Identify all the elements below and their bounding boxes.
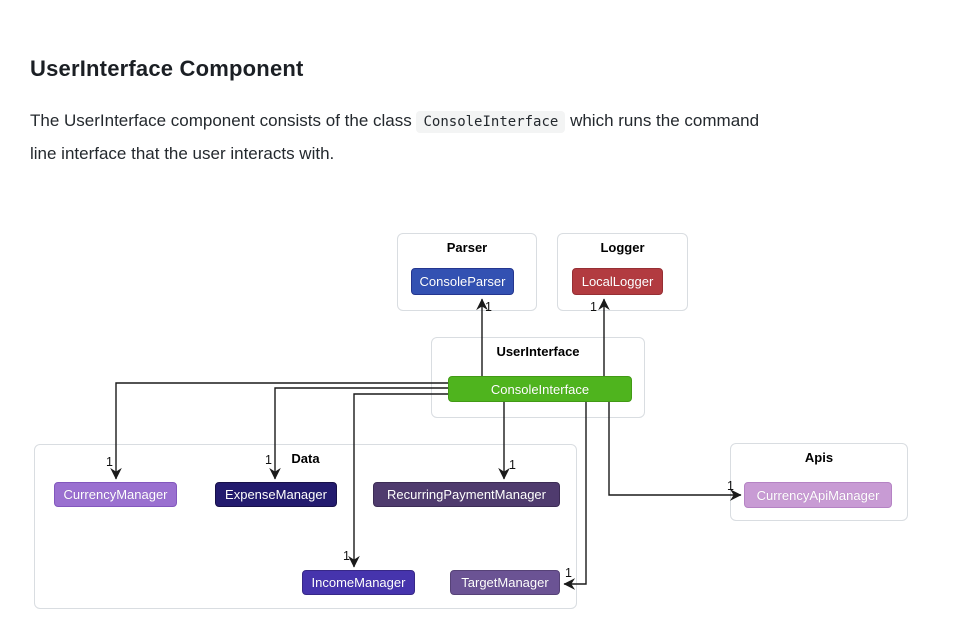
class-incomemanager: IncomeManager <box>302 570 415 595</box>
intro-text-line2: line interface that the user interacts w… <box>30 144 335 163</box>
class-locallogger: LocalLogger <box>572 268 663 295</box>
intro-text-before: The UserInterface component consists of … <box>30 111 412 130</box>
class-consoleinterface: ConsoleInterface <box>448 376 632 402</box>
package-apis-title: Apis <box>804 450 834 465</box>
intro-paragraph: The UserInterface component consists of … <box>30 105 920 169</box>
package-logger-title: Logger <box>600 240 645 255</box>
page-title: UserInterface Component <box>30 56 304 82</box>
package-userinterface-title: UserInterface <box>496 344 580 359</box>
class-consoleparser: ConsoleParser <box>411 268 514 295</box>
package-data-title: Data <box>291 451 320 466</box>
package-parser-title: Parser <box>446 240 488 255</box>
class-currencymanager: CurrencyManager <box>54 482 177 507</box>
class-recurringpaymentmanager: RecurringPaymentManager <box>373 482 560 507</box>
class-expensemanager: ExpenseManager <box>215 482 337 507</box>
class-targetmanager: TargetManager <box>450 570 560 595</box>
inline-code: ConsoleInterface <box>416 111 566 133</box>
intro-text-after: which runs the command <box>570 111 760 130</box>
class-currencyapimanager: CurrencyApiManager <box>744 482 892 508</box>
